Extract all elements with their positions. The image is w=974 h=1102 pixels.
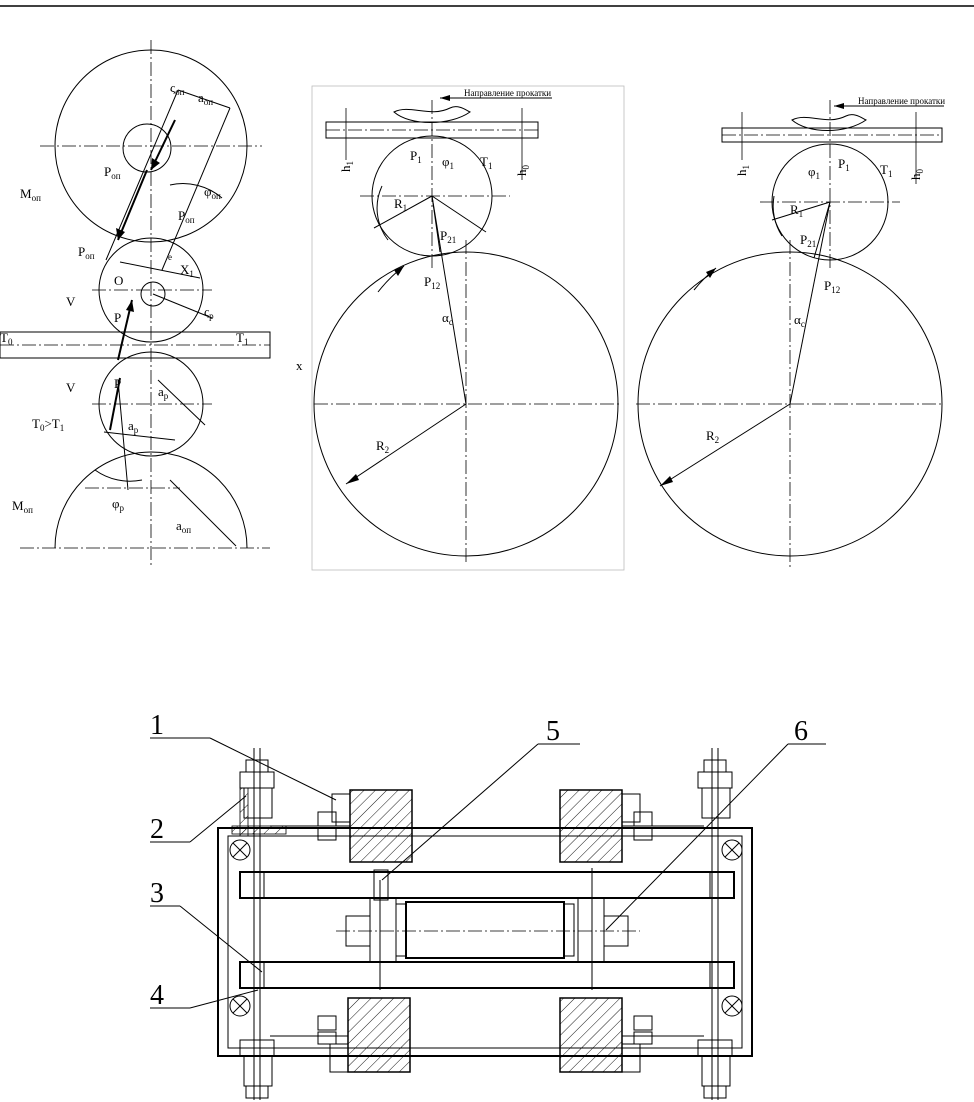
block-top-left	[350, 790, 412, 862]
label-p-op-2: Pоп	[178, 208, 195, 225]
callout-1: 1	[150, 710, 164, 741]
middle-h0: h0	[514, 165, 531, 177]
label-p-op-1: Pоп	[104, 164, 121, 181]
right-r1: R1	[790, 202, 803, 219]
middle-p21: P21	[440, 228, 456, 245]
right-phi1: φ1	[808, 164, 820, 181]
block-top-right	[560, 790, 622, 862]
right-h0: h0	[908, 169, 925, 181]
middle-t1: T1	[480, 154, 492, 171]
label-t0: T0	[0, 330, 13, 347]
middle-r2: R2	[376, 438, 389, 455]
middle-phi1: φ1	[442, 154, 454, 171]
callout-5: 5	[546, 716, 560, 747]
label-s-op: ςоп	[170, 80, 185, 97]
block-bottom-right	[560, 998, 622, 1072]
label-t-condition: T0>T1	[32, 416, 64, 433]
label-o: O	[114, 273, 123, 288]
callout-4: 4	[150, 980, 164, 1011]
label-x-axis: x	[296, 358, 303, 373]
block-bottom-left	[348, 998, 410, 1072]
label-a-op: aоп	[198, 90, 213, 107]
right-r2: R2	[706, 428, 719, 445]
label-phi-op: φоп	[204, 184, 221, 201]
label-a-p: aр	[128, 418, 139, 435]
label-v-top: V	[66, 294, 76, 309]
middle-figure-roll-pair: Направление прокатки h1 h0 P1 φ1	[312, 86, 624, 570]
label-m-op-top: Mоп	[20, 186, 41, 203]
right-figure-roll-pair: Направление прокатки h1 h0 φ1 P1 T1 R1 P…	[636, 96, 945, 568]
lower-beam	[240, 962, 734, 988]
label-p-bot: P	[114, 376, 121, 391]
callout-3: 3	[150, 878, 164, 909]
upper-beam	[240, 872, 734, 898]
callout-6: 6	[794, 716, 808, 747]
right-h1: h1	[734, 165, 751, 176]
middle-h1: h1	[338, 161, 355, 172]
label-e: e	[168, 252, 172, 262]
label-t1-left: T1	[236, 330, 248, 347]
middle-figure-frame	[312, 86, 624, 570]
upper-backup-roll-neck	[123, 124, 171, 172]
right-p12: P12	[824, 278, 840, 295]
right-t1: T1	[880, 162, 892, 179]
middle-rolling-direction: Направление прокатки	[464, 88, 551, 98]
middle-p1: P1	[410, 148, 422, 165]
left-figure-roll-scheme: ςоп aоп Pоп φоп Pоп Mоп Pоп O X1 e V P ς…	[0, 40, 303, 568]
bottom-figure-stand-assembly: 1 2 3 4 5 6	[150, 710, 826, 1100]
central-roll-body	[406, 902, 564, 958]
label-a-p-top: aр	[158, 384, 169, 401]
right-p1: P1	[838, 156, 850, 173]
label-p-op-3: Pоп	[78, 244, 95, 261]
label-v-bot: V	[66, 380, 76, 395]
right-alpha-c: αc	[794, 312, 805, 329]
label-phi-p: φр	[112, 496, 125, 513]
label-m-op-bot: Mоп	[12, 498, 33, 515]
label-p-mid: P	[114, 310, 121, 325]
middle-p12: P12	[424, 274, 440, 291]
label-x1: X1	[180, 262, 194, 279]
right-rolling-direction: Направление прокатки	[858, 96, 945, 106]
callout-2: 2	[150, 814, 164, 845]
middle-r1: R1	[394, 196, 407, 213]
label-s-p: ςр	[204, 304, 214, 321]
right-p21: P21	[800, 232, 816, 249]
label-a-op-bottom: aоп	[176, 518, 191, 535]
